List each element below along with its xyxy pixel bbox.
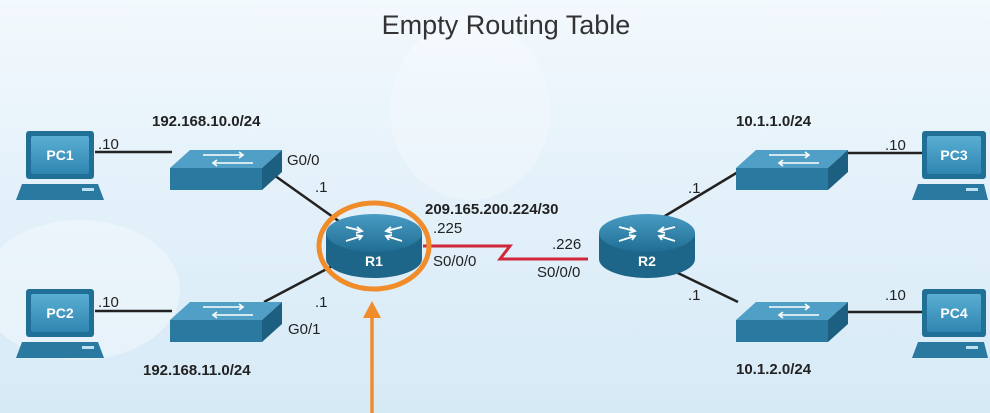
serial-link [423,244,588,261]
r1-g00-host-label: .1 [315,179,328,196]
r1-serial-host-label: .225 [433,220,462,237]
r2-bottom-host-label: .1 [688,287,701,304]
pc1-host-label: .10 [98,136,119,153]
pc1-label: PC1 [46,147,73,163]
r1-g01-interface-label: G0/1 [288,321,321,338]
pc3-label: PC3 [940,147,967,163]
switch-2[interactable] [170,302,282,342]
r2-serial-host-label: .226 [552,236,581,253]
r1-g00-interface-label: G0/0 [287,152,320,169]
switch-arrows-icon [203,151,253,167]
computer-icon [912,184,988,200]
r1-g01-host-label: .1 [315,294,328,311]
computer-icon [912,342,988,358]
pc3-host-label: .10 [885,137,906,154]
router-arrows-icon [618,226,676,242]
switch-1[interactable] [170,150,282,190]
pc2-label: PC2 [46,305,73,321]
highlight-arrow [363,301,381,413]
switch-4[interactable] [736,302,848,342]
computer-icon [16,184,104,200]
router-r1[interactable]: R1 [316,200,432,292]
r1-serial-interface-label: S0/0/0 [433,253,476,270]
switch-arrows-icon [203,303,253,319]
router-arrows-icon [345,226,403,242]
router-r2-label: R2 [638,253,656,269]
r2-top-host-label: .1 [688,180,701,197]
network-label-r2-lan-bottom: 10.1.2.0/24 [736,361,812,378]
network-label-r1-g00-lan: 192.168.10.0/24 [152,113,261,130]
network-label-serial-link: 209.165.200.224/30 [425,201,558,218]
switch-arrows-icon [769,151,819,167]
pc-2[interactable]: PC2 [16,289,104,358]
network-label-r2-lan-top: 10.1.1.0/24 [736,113,812,130]
pc-1[interactable]: PC1 [16,131,104,200]
pc2-host-label: .10 [98,294,119,311]
pc-3[interactable]: PC3 [912,131,988,200]
switch-arrows-icon [769,303,819,319]
diagram-title: Empty Routing Table [382,10,631,40]
pc-4[interactable]: PC4 [912,289,988,358]
cable-r2-switch3 [654,170,739,224]
cable-switch1-r1 [263,166,341,224]
router-highlight-ring [316,200,432,292]
network-label-r1-g01-lan: 192.168.11.0/24 [143,362,251,379]
pc4-host-label: .10 [885,287,906,304]
router-r1-label: R1 [365,253,383,269]
r2-serial-interface-label: S0/0/0 [537,264,580,281]
switch-3[interactable] [736,150,848,190]
background-blob [390,20,550,200]
router-r2[interactable]: R2 [599,214,695,278]
pc4-label: PC4 [940,305,967,321]
computer-icon [16,342,104,358]
